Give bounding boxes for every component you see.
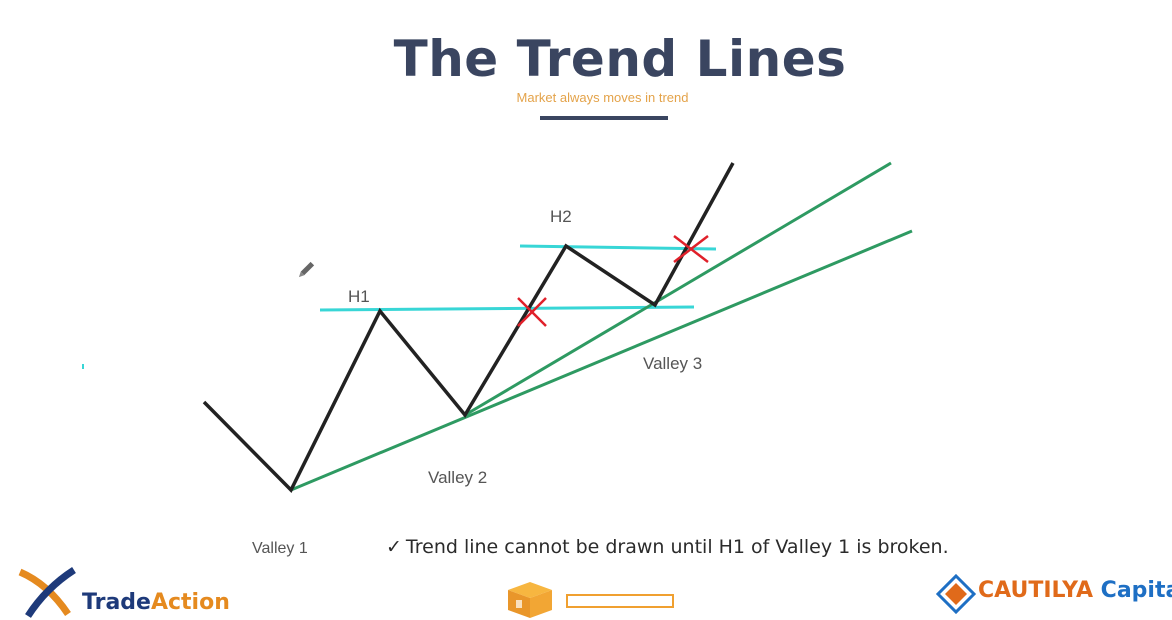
cautilya-logo: CAUTILYA Capita [936,570,1172,616]
box-icon [508,582,552,618]
break-mark-h1 [517,297,547,327]
tradeaction-wordmark: TradeAction [82,590,230,615]
center-logo [500,578,680,618]
check-icon: ✓ [386,536,402,558]
title-underline [540,116,668,120]
trend-note: ✓Trend line cannot be drawn until H1 of … [386,536,949,558]
trend-line-lower [290,229,913,492]
cautilya-diamond-icon [936,574,976,614]
h2-label: H2 [550,207,572,226]
center-logo-badge [566,594,674,608]
break-mark-h2 [673,235,709,263]
slide-subtitle: Market always moves in trend [516,90,689,105]
h1-label: H1 [348,287,370,306]
tradeaction-x-icon [18,567,76,618]
h1-high-line [319,305,695,312]
valley3-label: Valley 3 [643,354,702,373]
h2-high-line [519,244,717,251]
slide-title: The Trend Lines [393,30,847,88]
pencil-icon [298,261,315,278]
valley2-label: Valley 2 [428,468,487,487]
cautilya-wordmark: CAUTILYA Capita [978,578,1172,603]
trend-line-upper [464,161,892,417]
stray-mark [82,364,84,369]
trend-note-text: Trend line cannot be drawn until H1 of V… [405,536,949,558]
valley1-label: Valley 1 [252,540,308,557]
price-zigzag-line [202,162,735,493]
tradeaction-logo: TradeAction [14,566,274,618]
